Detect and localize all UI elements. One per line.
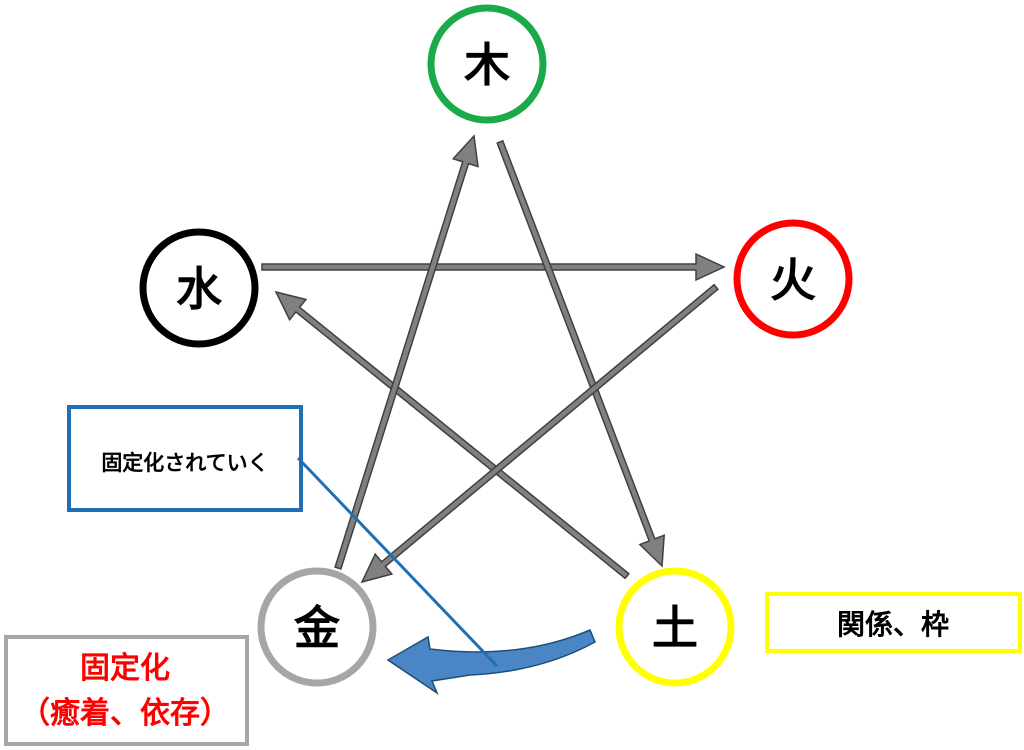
node-water-label: 水 — [176, 262, 223, 316]
arrow-fire-to-metal — [360, 283, 719, 584]
box-fixation-border — [4, 635, 249, 746]
arrow-wood-to-earth — [496, 139, 666, 568]
node-wood-circle — [427, 4, 547, 124]
box-fixing-process-border — [67, 405, 303, 512]
node-earth-label: 土 — [652, 601, 698, 655]
node-metal-circle — [257, 567, 377, 687]
connector-line — [296, 456, 499, 668]
node-metal-label: 金 — [293, 601, 341, 655]
node-water: 水 — [139, 228, 259, 348]
node-earth: 土 — [615, 567, 735, 687]
node-wood-label: 木 — [464, 38, 510, 92]
box-relation-frame-text: 関係、枠 — [837, 608, 949, 641]
arrow-metal-to-wood — [334, 134, 479, 570]
node-fire-circle — [733, 219, 853, 339]
arrows — [261, 134, 726, 584]
node-metal: 金 — [257, 567, 377, 687]
box-relation-frame: 関係、枠 — [765, 592, 1022, 653]
box-fixing-process-text: 固定化されていく — [101, 451, 268, 475]
box-fixation-line1: 固定化 — [80, 651, 170, 686]
box-fixation: 固定化 （癒着、依存） — [4, 635, 249, 746]
box-relation-frame-border — [765, 592, 1022, 653]
node-water-circle — [139, 228, 259, 348]
box-fixing-process: 固定化されていく — [67, 405, 303, 512]
node-fire-label: 火 — [770, 253, 816, 307]
node-earth-circle — [615, 567, 735, 687]
arrow-earth-to-water — [274, 290, 630, 580]
node-wood: 木 — [427, 4, 547, 124]
arrow-water-to-fire — [261, 252, 726, 282]
box-fixation-line2: （癒着、依存） — [20, 696, 230, 731]
node-fire: 火 — [733, 219, 853, 339]
